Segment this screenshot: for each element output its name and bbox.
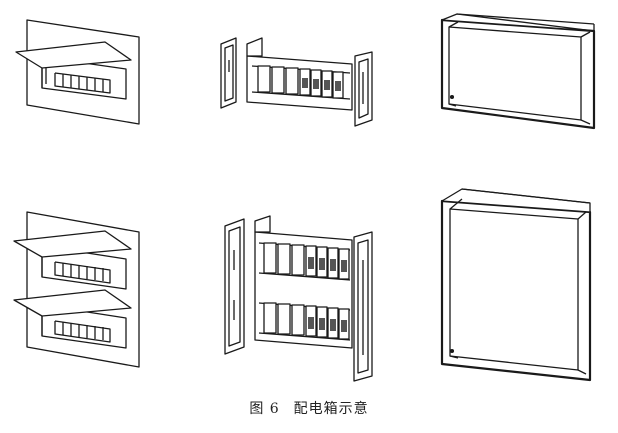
figure-title: 配电箱示意 — [293, 401, 369, 417]
cover-single-row-panel — [15, 19, 140, 125]
cover-double-row-panel — [13, 211, 140, 368]
chassis-single-row — [220, 37, 373, 127]
chassis-double-row — [224, 215, 373, 382]
figure-caption: 图 6 配电箱示意 — [0, 398, 618, 418]
enclosure-deep — [440, 188, 592, 382]
figure-label: 图 6 — [249, 401, 280, 417]
enclosure-shallow — [440, 13, 596, 130]
